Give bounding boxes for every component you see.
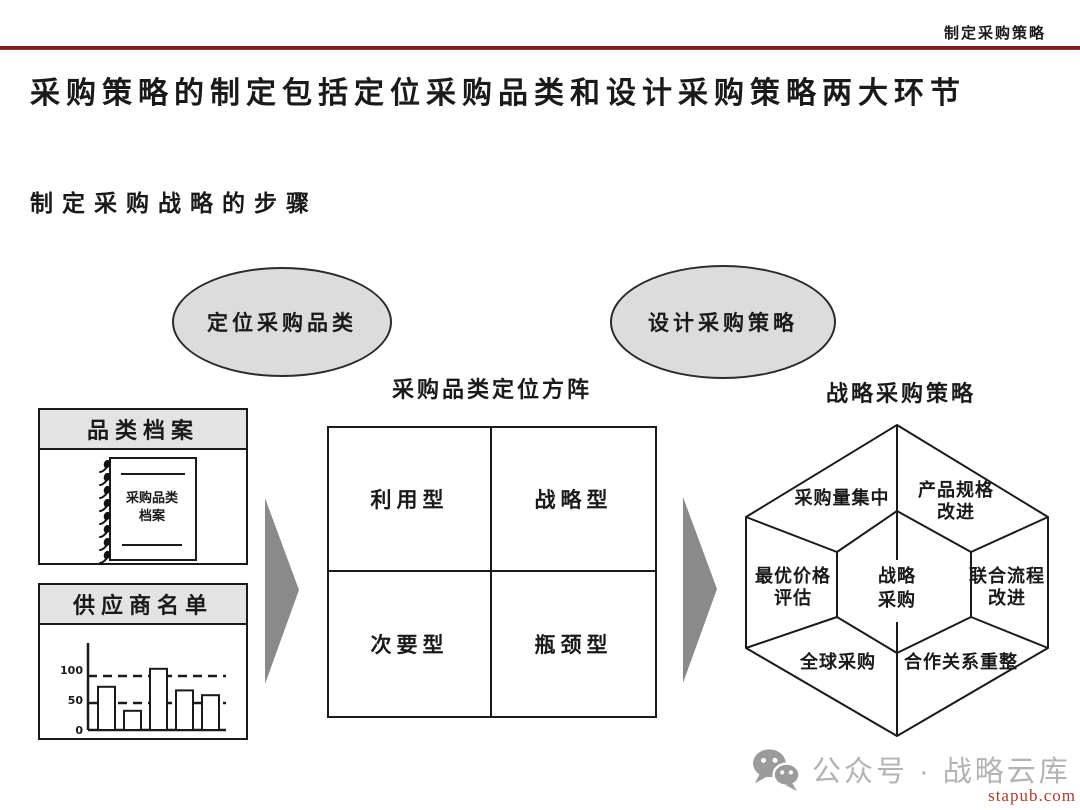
spiral-binding	[99, 459, 111, 564]
hexagon-title: 战略采购策略	[825, 381, 976, 406]
hexagon-center-line1: 战略	[878, 565, 916, 586]
category-profile-box: 品类档案 采购品类 档案	[38, 408, 248, 565]
bar	[123, 709, 142, 732]
hexagon-segment-process-line2: 改进	[988, 587, 1026, 608]
flow-arrow-right-icon	[265, 498, 299, 684]
hexagon-segment-global: 全球采购	[799, 651, 876, 672]
bar	[201, 694, 220, 731]
hexagon-segment-price-line1: 最优价格	[755, 565, 831, 586]
matrix-cell-leverage: 利用型	[329, 428, 492, 572]
matrix-cell-noncritical: 次要型	[329, 572, 492, 716]
bubble-position-categories: 定位采购品类	[172, 267, 392, 377]
supplier-bar-chart: 100 50 0	[60, 643, 226, 737]
watermark-text: 公众号 · 战略云库	[812, 756, 1071, 788]
accent-rule	[0, 46, 1080, 50]
hexagon-segment-spec-line2: 改进	[937, 501, 975, 522]
hexagon-segment-volume: 采购量集中	[794, 487, 890, 508]
bars	[97, 667, 220, 732]
hexagon-segment-price-line2: 评估	[774, 587, 812, 608]
y-tick-label: 0	[75, 724, 83, 737]
slide-title: 采购策略的制定包括定位采购品类和设计采购策略两大环节	[30, 77, 966, 110]
hexagon-segment-relationship: 合作关系重整	[904, 651, 1018, 672]
watermark: 公众号 · 战略云库	[750, 746, 1071, 792]
notebook-label-line2: 档案	[139, 508, 166, 523]
supplier-list-box: 供应商名单 100 50 0	[38, 583, 248, 740]
slide-header-tag: 制定采购策略	[943, 26, 1046, 42]
supplier-list-header: 供应商名单	[40, 585, 246, 625]
bar	[175, 689, 194, 731]
strategy-hexagon-diagram: 采购量集中 产品规格 改进 最优价格 评估 战略 采购 联合流程 改进 全球采购…	[745, 424, 1049, 737]
slide-subtitle: 制定采购战略的步骤	[30, 191, 318, 216]
positioning-matrix: 利用型 战略型 次要型 瓶颈型	[327, 426, 657, 718]
hexagon-segment-spec-line1: 产品规格	[918, 479, 994, 500]
y-axis-ticks: 100 50 0	[60, 664, 83, 737]
matrix-cell-bottleneck: 瓶颈型	[534, 633, 613, 657]
category-profile-header: 品类档案	[40, 410, 246, 450]
matrix-cell-strategic: 战略型	[492, 428, 655, 572]
center-text-mask	[871, 560, 923, 622]
bar	[149, 667, 168, 731]
bubble-label: 设计采购策略	[648, 311, 798, 335]
notebook-label-line1: 采购品类	[125, 490, 179, 505]
bubble-design-strategy: 设计采购策略	[610, 265, 836, 379]
site-link: stapub.com	[988, 786, 1076, 805]
notebook-icon: 采购品类 档案	[99, 457, 197, 564]
y-tick-label: 50	[68, 694, 84, 707]
wechat-icon	[753, 749, 801, 792]
bar	[97, 685, 116, 731]
category-profile-body: 采购品类 档案	[40, 450, 246, 565]
flow-arrow-right-icon	[683, 497, 717, 683]
hexagon-segment-process-line1: 联合流程	[969, 565, 1045, 586]
y-tick-label: 100	[60, 664, 83, 677]
supplier-list-body: 100 50 0	[40, 625, 246, 740]
bubble-label: 定位采购品类	[207, 311, 357, 335]
hexagon-center-line2: 采购	[877, 589, 916, 610]
matrix-title: 采购品类定位方阵	[391, 377, 592, 402]
